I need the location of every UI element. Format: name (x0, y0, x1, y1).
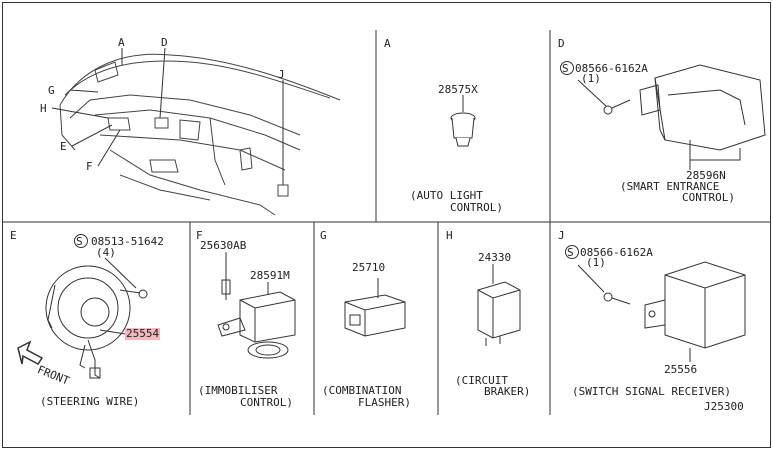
panel-h-caption-2: BRAKER) (484, 385, 531, 398)
dashboard-overview-drawing (59, 53, 341, 216)
screw-symbol-circle-d (560, 61, 574, 75)
panel-g-caption-2: FLASHER) (358, 396, 411, 409)
panel-d-screw-qty: (1) (581, 72, 601, 85)
panel-e-screw-number[interactable]: 08513-51642 (91, 235, 164, 248)
panel-e-screw-qty: (4) (96, 246, 116, 259)
panel-a-letter: A (384, 37, 391, 50)
panel-e-part-number-highlighted[interactable]: 25554 (125, 327, 161, 340)
panel-j-screw-qty: (1) (586, 256, 606, 269)
panel-h-caption-1: (CIRCUIT (455, 374, 508, 387)
immobiliser-drawing (217, 252, 296, 359)
screw-symbol-circle-j (565, 245, 579, 259)
panel-j-letter: J (558, 229, 565, 242)
panel-a-caption-2: CONTROL) (450, 201, 503, 214)
panel-f-part-number-1[interactable]: 25630AB (200, 239, 247, 252)
panel-f-part-number-2[interactable]: 28591M (250, 269, 290, 282)
panel-e-letter: E (10, 229, 17, 242)
auto-light-sensor-drawing (450, 95, 476, 147)
panel-d-caption-1: (SMART ENTRANCE (620, 180, 720, 193)
panel-j-screw-number[interactable]: 08566-6162A (580, 246, 653, 259)
panel-a-caption-1: (AUTO LIGHT (410, 189, 483, 202)
callout-j[interactable]: J (278, 68, 285, 81)
panel-e-caption: (STEERING WIRE) (40, 395, 140, 408)
callout-f[interactable]: F (86, 160, 93, 173)
panel-h-part-number[interactable]: 24330 (478, 251, 512, 264)
panel-d-letter: D (558, 37, 565, 50)
smart-entrance-unit-drawing (577, 64, 766, 170)
callout-e[interactable]: E (60, 140, 67, 153)
callout-g[interactable]: G (48, 84, 55, 97)
callout-a[interactable]: A (118, 36, 125, 49)
callout-h[interactable]: H (40, 102, 47, 115)
panel-f-caption-2: CONTROL) (240, 396, 293, 409)
panel-f-letter: F (196, 229, 203, 242)
panel-f-caption-1: (IMMOBILISER (198, 384, 278, 397)
diagram-code: J25300 (704, 400, 744, 413)
panel-d-caption-2: CONTROL) (682, 191, 735, 204)
panel-d-screw-number[interactable]: 08566-6162A (575, 62, 648, 75)
panel-d-part-number[interactable]: 28596N (686, 169, 726, 182)
panel-g-caption-1: (COMBINATION (322, 384, 402, 397)
callout-d[interactable]: D (161, 36, 168, 49)
panel-a-part-number[interactable]: 28575X (438, 83, 478, 96)
panel-h-letter: H (446, 229, 453, 242)
panel-g-letter: G (320, 229, 327, 242)
panel-j-part-number[interactable]: 25556 (664, 363, 698, 376)
circuit-breaker-drawing (477, 264, 521, 346)
combination-flasher-drawing (344, 278, 406, 337)
steering-wire-drawing (17, 257, 148, 379)
switch-signal-receiver-drawing (577, 261, 746, 362)
panel-g-part-number[interactable]: 25710 (352, 261, 386, 274)
screw-symbol-circle-e (74, 234, 88, 248)
panel-j-caption: (SWITCH SIGNAL RECEIVER) (572, 385, 731, 398)
